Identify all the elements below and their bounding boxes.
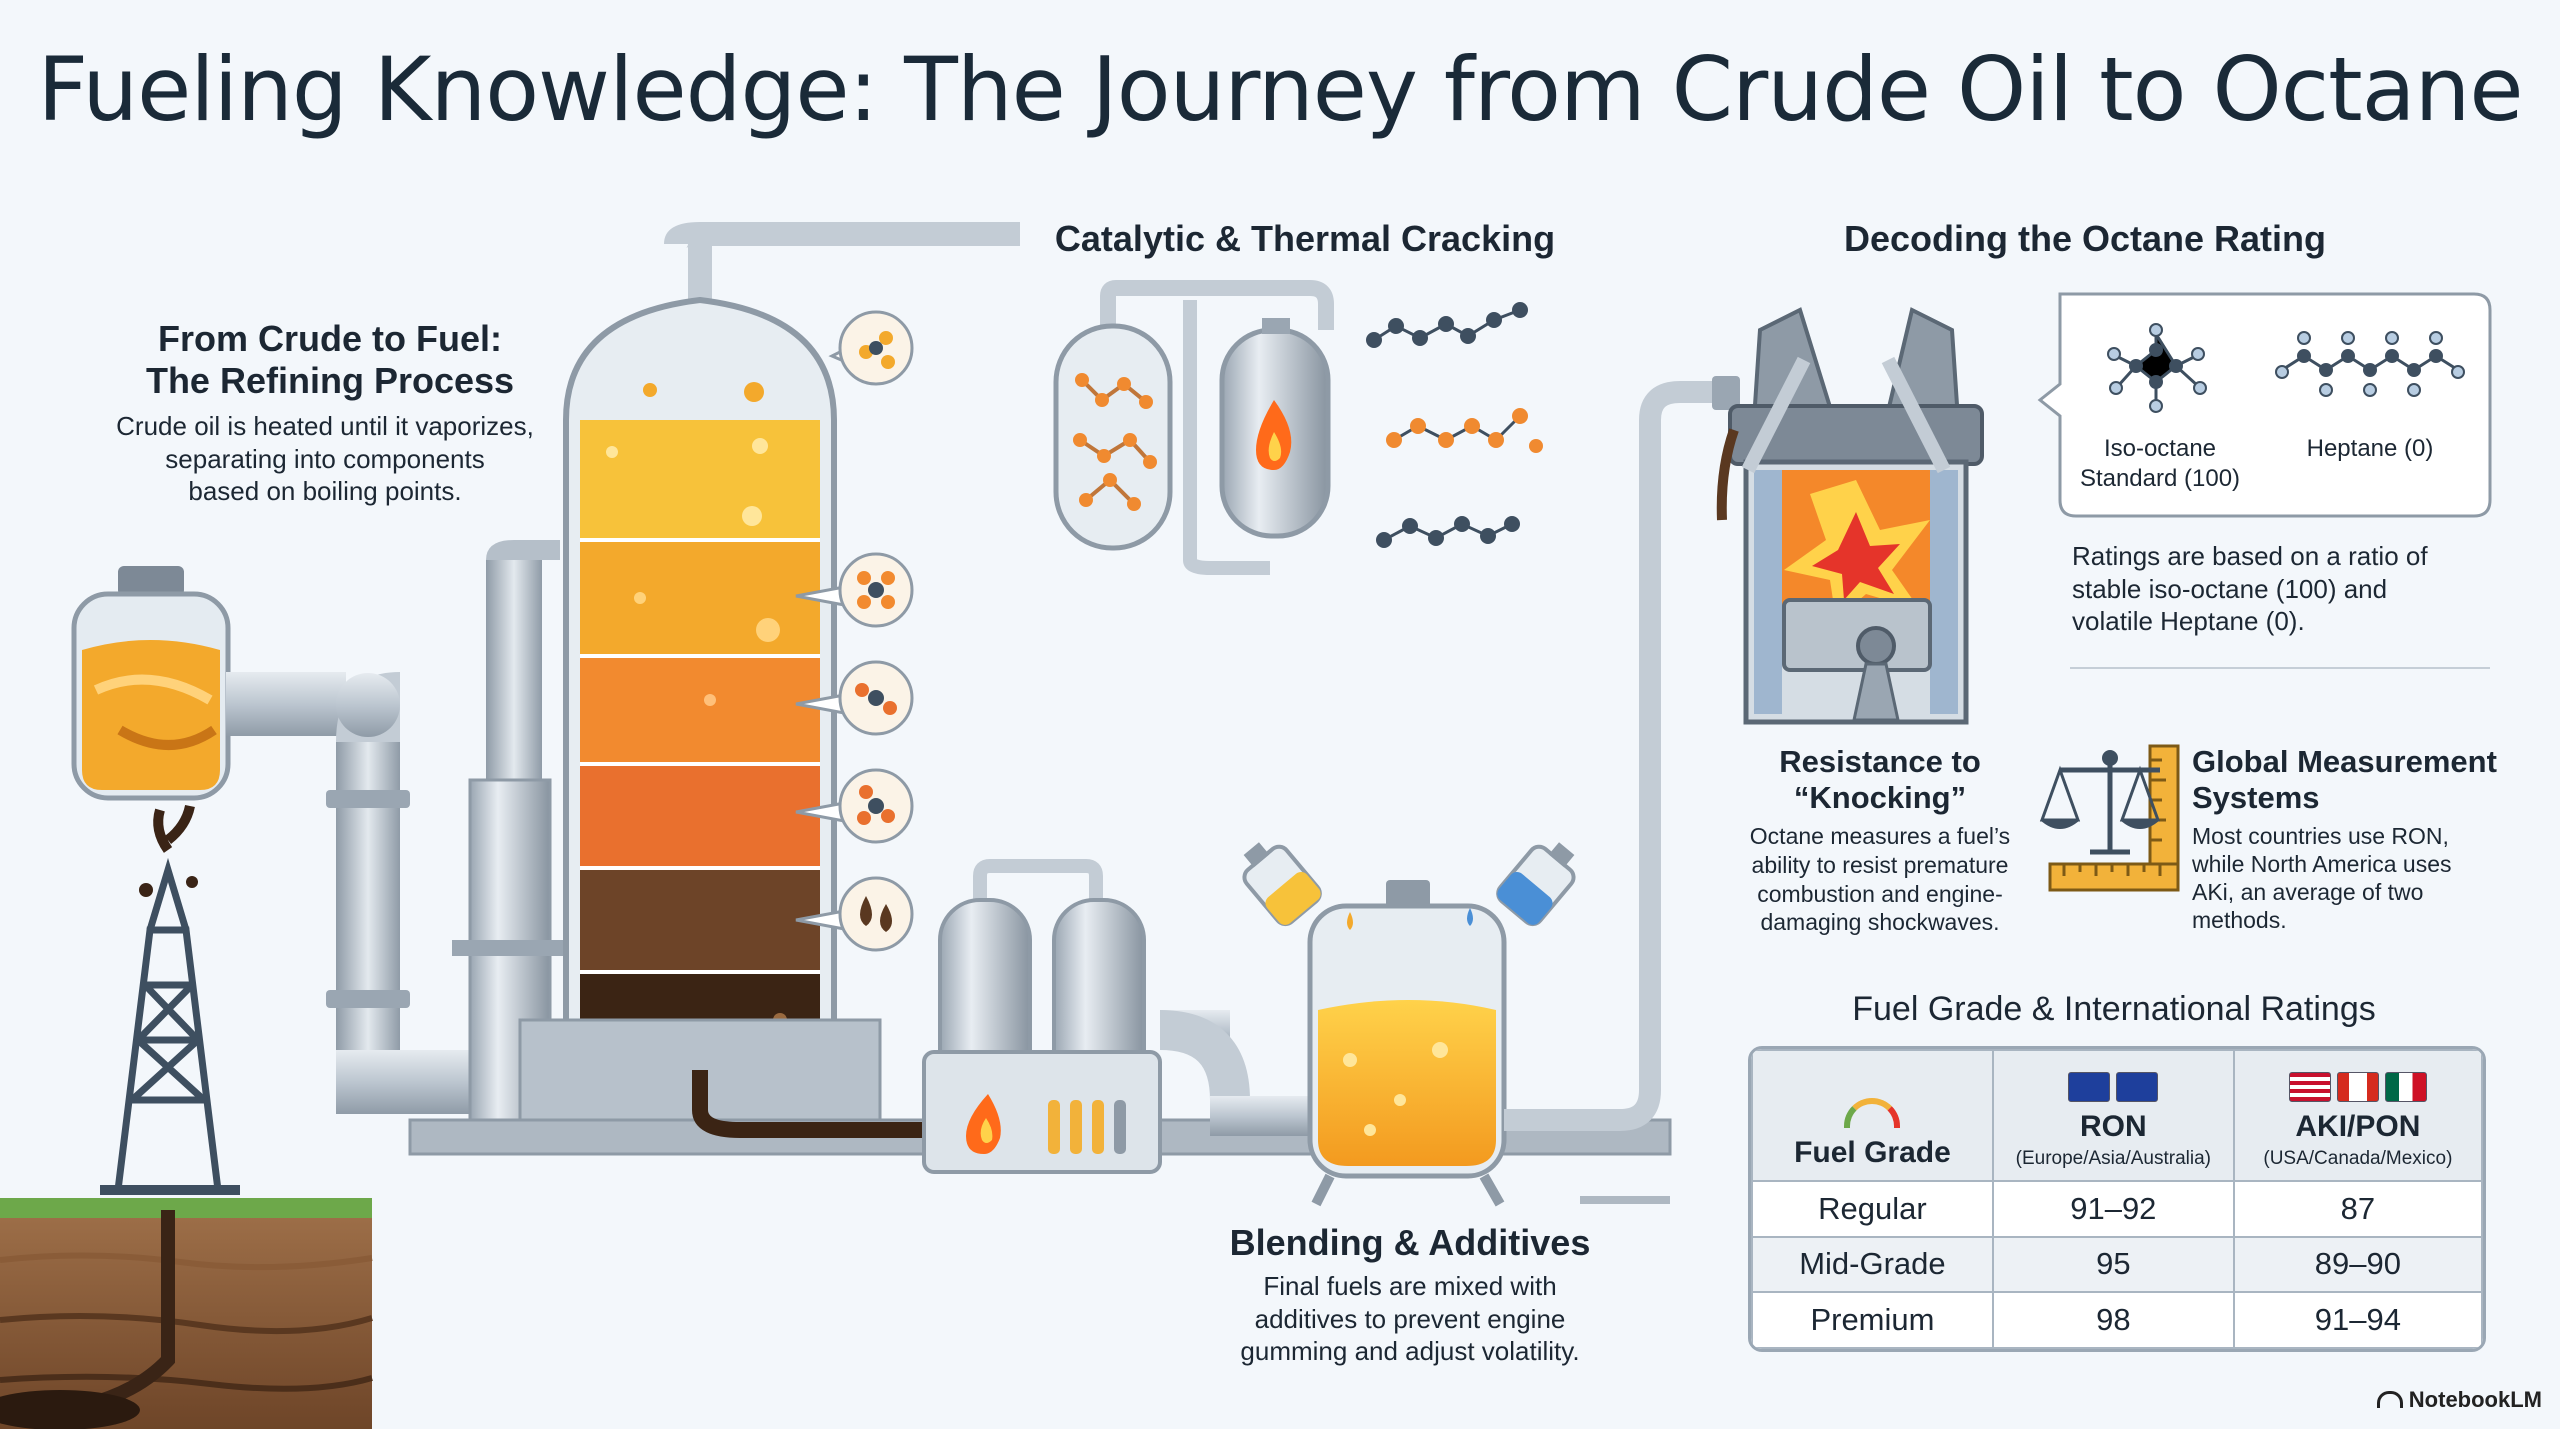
table-cell: 87	[2232, 1180, 2483, 1238]
knocking-body-line4: damaging shockwaves.	[1760, 909, 2000, 936]
page-title: Fueling Knowledge: The Journey from Crud…	[37, 38, 2524, 141]
blending-title: Blending & Additives	[1229, 1222, 1591, 1263]
canada-flag-icon	[2336, 1072, 2379, 1102]
table-row: Premium 98 91–94	[1751, 1291, 2483, 1349]
table-cell: 95	[1991, 1235, 2235, 1294]
fuel-delivery-pipe	[1504, 376, 1740, 1131]
iso-octane-label: Iso-octane Standard (100)	[2060, 434, 2260, 494]
iso-label-line1: Iso-octane	[2103, 435, 2217, 462]
blending-tank	[1242, 842, 1576, 1207]
table-cell: 91–92	[1991, 1180, 2235, 1238]
table-cell: 91–94	[2232, 1291, 2483, 1349]
eu-flag-icon	[2068, 1072, 2111, 1102]
table-row: Regular 91–92 87	[1751, 1180, 2483, 1238]
table-header-row: Fuel Grade RON (Europe/Asia/Australia)	[1751, 1049, 2483, 1182]
crude-oil-jar	[71, 566, 231, 801]
fuel-grade-table: Fuel Grade RON (Europe/Asia/Australia)	[1748, 1046, 2486, 1352]
refining-title: From Crude to Fuel: The Refining Process	[120, 318, 540, 402]
cracking-title: Catalytic & Thermal Cracking	[1054, 218, 1556, 259]
molecule-comparison-box	[2037, 292, 2492, 518]
header-ron: RON (Europe/Asia/Australia)	[1991, 1049, 2235, 1182]
refining-description: Crude oil is heated until it vaporizes, …	[80, 410, 570, 508]
refining-body-line3: based on boiling points.	[188, 476, 462, 506]
blending-body-line2: additives to prevent engine	[1254, 1303, 1566, 1334]
knocking-body-line3: combustion and engine-	[1757, 880, 2003, 907]
knocking-title: Resistance to “Knocking”	[1730, 744, 2030, 816]
blending-body-line3: gumming and adjust volatility.	[1240, 1336, 1580, 1366]
header-ron-label: RON	[2080, 1110, 2147, 1143]
scale-icon	[2039, 744, 2180, 892]
knocking-title-line2: “Knocking”	[1793, 780, 1967, 815]
heptane-label: Heptane (0)	[2306, 435, 2434, 462]
octane-title: Decoding the Octane Rating	[1843, 218, 2327, 259]
notebooklm-logo-icon	[2376, 1391, 2403, 1408]
table-cell: Premium	[1751, 1291, 1994, 1349]
ratio-line2: stable iso-octane (100) and	[2072, 573, 2388, 604]
table-row: Mid-Grade 95 89–90	[1751, 1235, 2483, 1294]
refining-body-line1: Crude oil is heated until it vaporizes,	[116, 411, 534, 441]
base-line	[1580, 1196, 1670, 1204]
global-title-line1: Global Measurement	[2192, 744, 2497, 779]
table-cell: Regular	[1751, 1180, 1994, 1238]
octane-ratio-description: Ratings are based on a ratio of stable i…	[2072, 540, 2492, 638]
global-body-line4: methods.	[2192, 907, 2287, 934]
knocking-description: Octane measures a fuel’s ability to resi…	[1720, 822, 2040, 937]
header-ron-sub: (Europe/Asia/Australia)	[2015, 1148, 2212, 1169]
refining-title-line1: From Crude to Fuel:	[158, 318, 502, 359]
table-cell: Mid-Grade	[1751, 1235, 1994, 1294]
blending-body-line1: Final fuels are mixed with	[1263, 1271, 1557, 1301]
table-title: Fuel Grade & International Ratings	[1852, 990, 2376, 1028]
reactor-furnace-unit	[922, 859, 1320, 1174]
global-body-line2: while North America uses	[2192, 851, 2452, 878]
global-title-line2: Systems	[2192, 779, 2320, 815]
fraction-molecule-callouts	[795, 310, 914, 952]
ground-soil	[0, 1198, 373, 1429]
global-description: Most countries use RON, while North Amer…	[2192, 822, 2512, 934]
header-fuel-grade-label: Fuel Grade	[1794, 1136, 1951, 1169]
distillation-column	[408, 222, 1672, 1156]
cracking-unit	[1053, 280, 1334, 575]
usa-flag-icon	[2288, 1072, 2331, 1102]
global-body-line1: Most countries use RON,	[2192, 823, 2449, 849]
table-cell: 89–90	[2232, 1235, 2483, 1294]
global-title: Global Measurement Systems	[2192, 744, 2512, 815]
australia-flag-icon	[2116, 1072, 2159, 1102]
header-aki-sub: (USA/Canada/Mexico)	[2263, 1148, 2453, 1169]
refining-title-line2: The Refining Process	[145, 360, 515, 401]
mexico-flag-icon	[2384, 1072, 2427, 1102]
header-aki-label: AKI/PON	[2295, 1110, 2421, 1143]
blending-description: Final fuels are mixed with additives to …	[1190, 1270, 1630, 1368]
iso-label-line2: Standard (100)	[2079, 465, 2241, 492]
header-aki: AKI/PON (USA/Canada/Mexico)	[2232, 1049, 2483, 1182]
cracked-molecules	[1366, 302, 1543, 548]
global-body-line3: AKi, an average of two	[2192, 879, 2424, 906]
ratio-line1: Ratings are based on a ratio of	[2072, 541, 2428, 571]
knocking-title-line1: Resistance to	[1779, 744, 1981, 779]
engine-cylinder	[1716, 307, 1984, 725]
table-cell: 98	[1991, 1291, 2235, 1349]
gauge-icon	[1844, 1098, 1901, 1128]
oil-derrick	[100, 804, 240, 1195]
ratio-line3: volatile Heptane (0).	[2072, 606, 2305, 636]
header-fuel-grade: Fuel Grade	[1751, 1049, 1994, 1182]
brand-watermark: NotebookLM	[2376, 1387, 2542, 1413]
knocking-body-line2: ability to resist premature	[1751, 851, 2009, 878]
refining-body-line2: separating into components	[165, 443, 485, 474]
knocking-body-line1: Octane measures a fuel’s	[1749, 823, 2011, 849]
brand-label: NotebookLM	[2408, 1387, 2542, 1412]
